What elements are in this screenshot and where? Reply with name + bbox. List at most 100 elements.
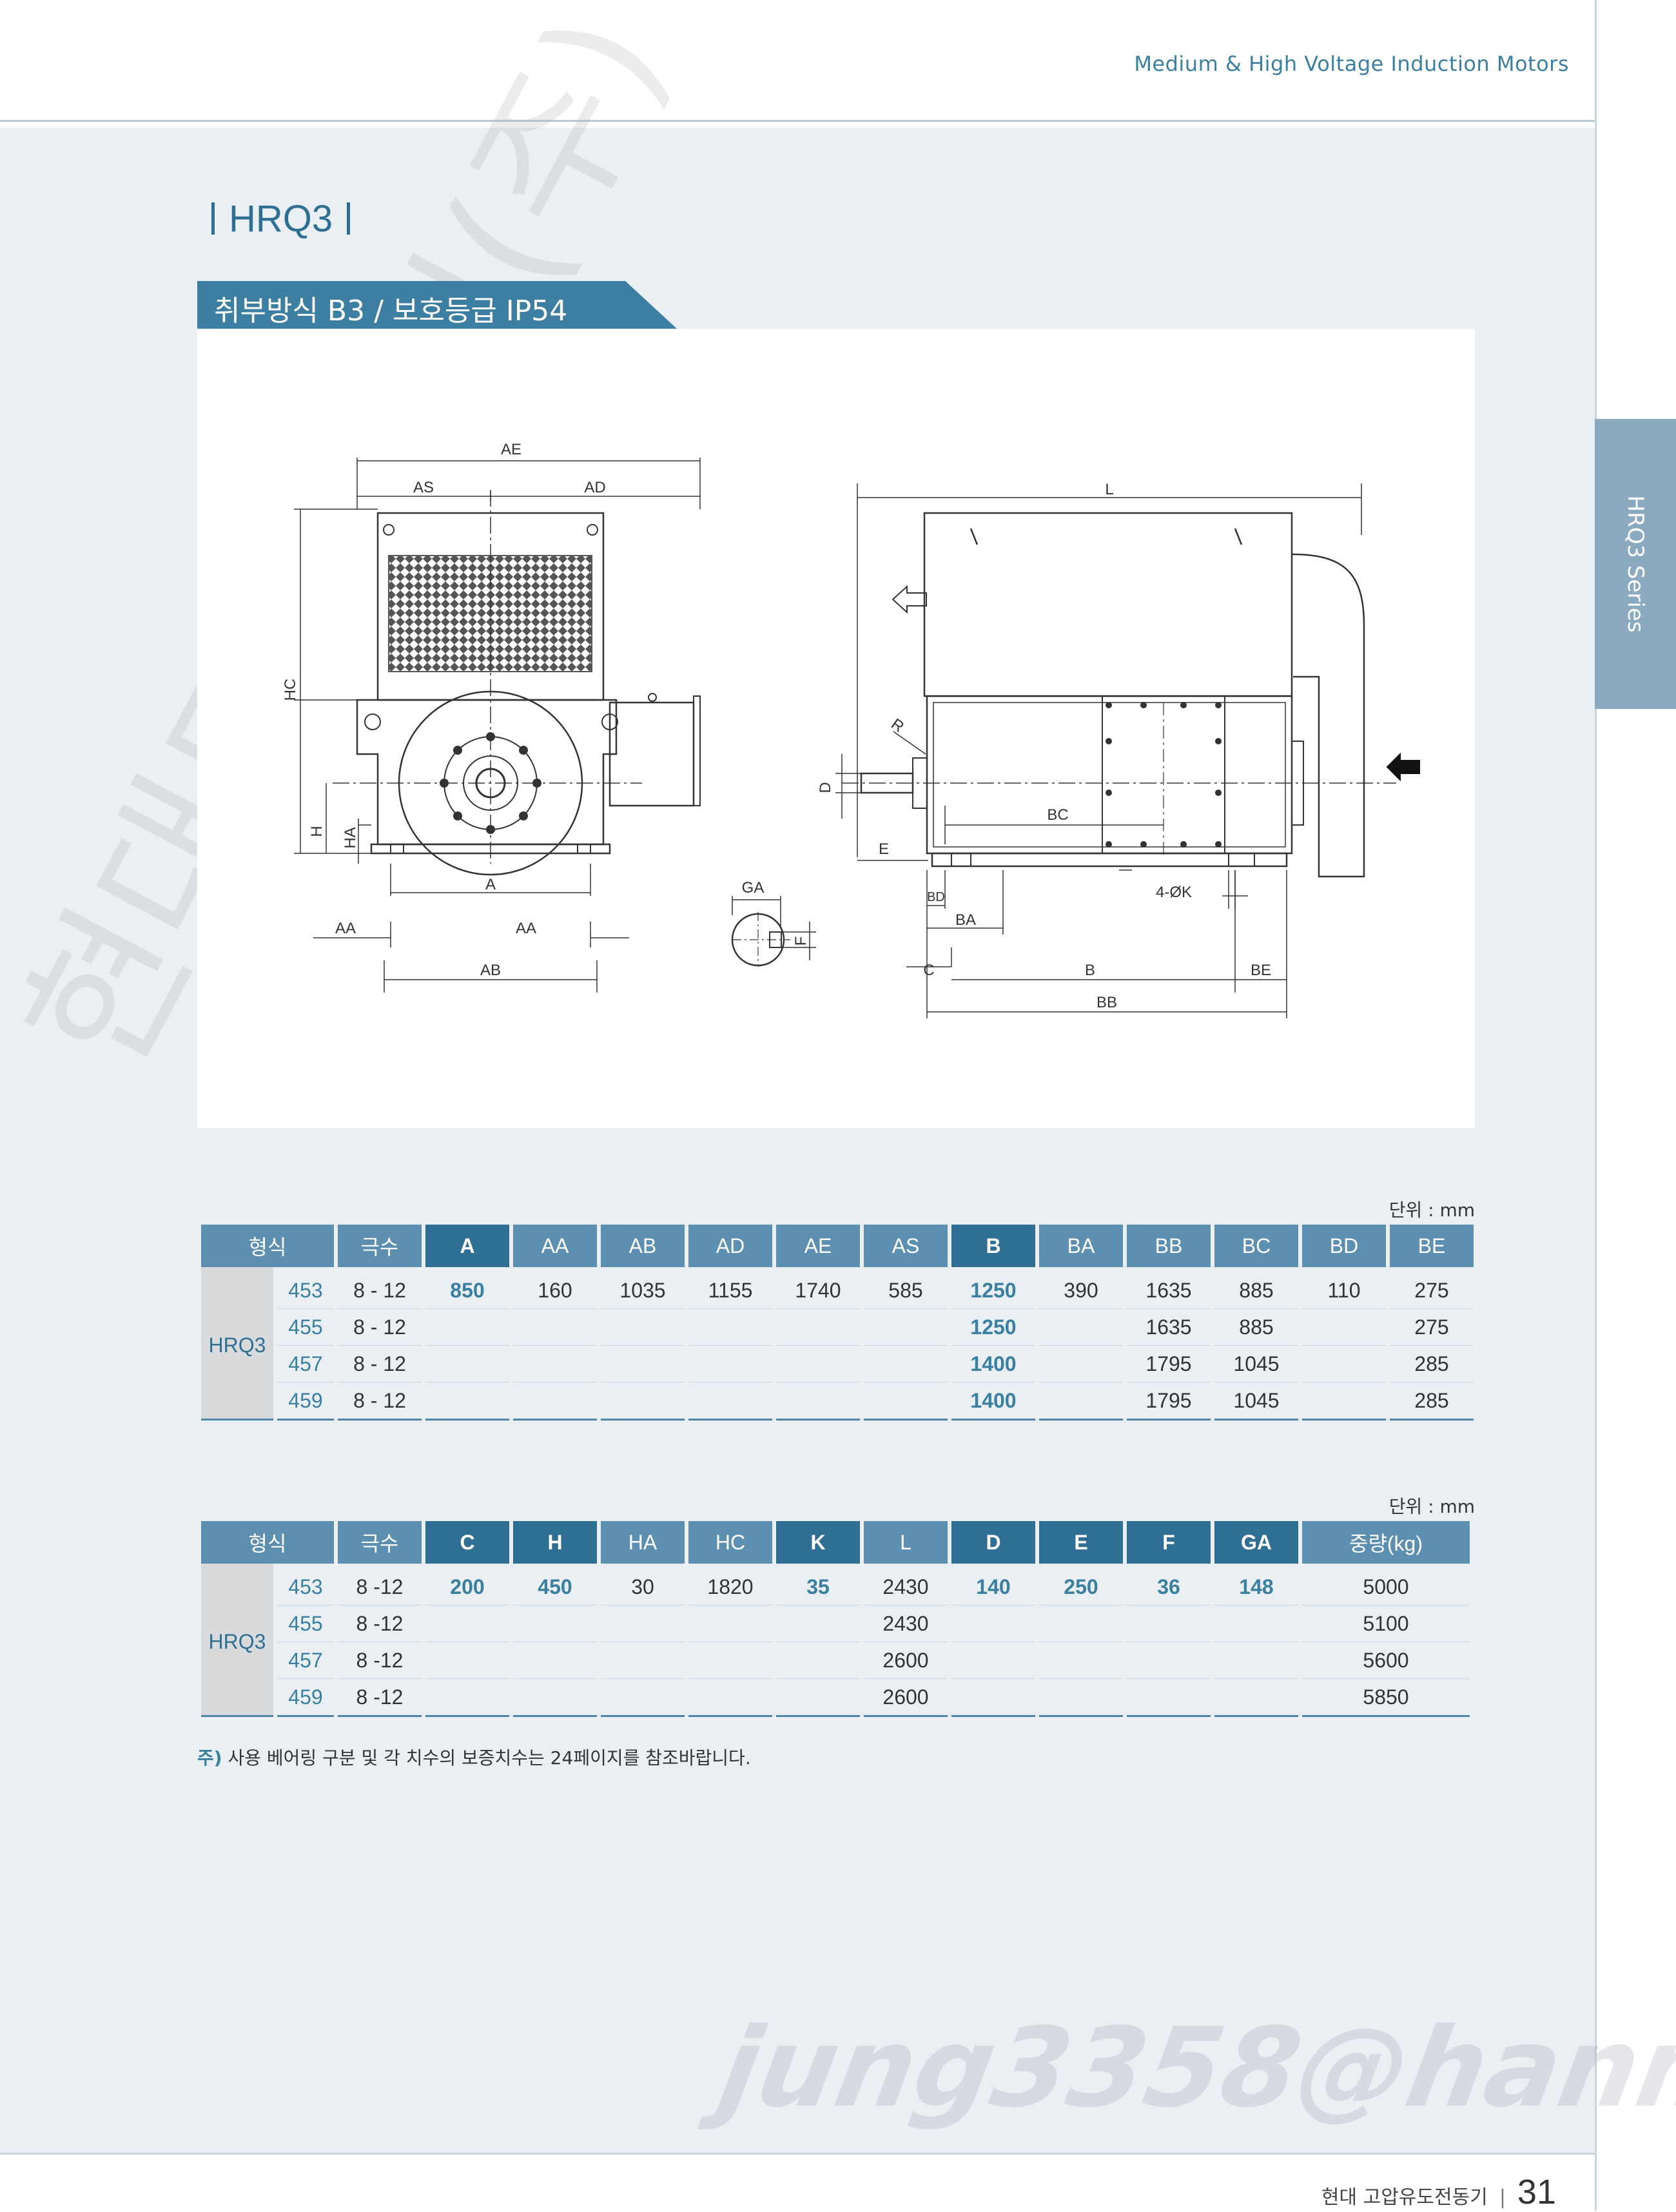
table-row: 459 8 -12 2600 5850 [201, 1679, 1470, 1717]
th-AB: AB [601, 1225, 685, 1267]
cell-AA [513, 1309, 597, 1346]
side-tab[interactable] [1595, 419, 1676, 709]
side-tab-label: HRQ3 Series [1622, 495, 1648, 633]
cell-AA [513, 1346, 597, 1382]
cell-E [1039, 1606, 1123, 1642]
cell-D [951, 1642, 1035, 1679]
cell-BD: 110 [1302, 1267, 1386, 1309]
cell-C [425, 1642, 509, 1679]
table-row: 457 8 - 12 1400 1795 1045 285 [201, 1346, 1474, 1382]
cell-weight: 5600 [1302, 1642, 1470, 1679]
label-R: R [888, 715, 907, 736]
cell-D [951, 1679, 1035, 1717]
cell-BC: 885 [1214, 1309, 1298, 1346]
model-group: HRQ3 [201, 1267, 273, 1421]
model-sub: 455 [277, 1309, 334, 1346]
cell-A [425, 1382, 509, 1421]
cell-BA [1039, 1346, 1123, 1382]
shaft-section [731, 896, 816, 967]
label-BE: BE [1251, 962, 1271, 979]
cell-AB [601, 1309, 685, 1346]
cell-F: 36 [1127, 1564, 1211, 1606]
cell-AA [513, 1382, 597, 1421]
th-BB: BB [1127, 1225, 1211, 1267]
th-weight: 중량(kg) [1302, 1521, 1470, 1564]
cell-H: 450 [513, 1564, 597, 1606]
cell-HC [688, 1679, 772, 1717]
th-model: 형식 [201, 1521, 334, 1564]
cell-HC [688, 1606, 772, 1642]
dimension-drawing: AE AS AD HC H HA A AA AA AB GA F [197, 329, 1475, 1128]
cell-E: 250 [1039, 1564, 1123, 1606]
cell-AD: 1155 [688, 1267, 772, 1309]
cell-A [425, 1309, 509, 1346]
cell-AS [864, 1309, 948, 1346]
cell-AB [601, 1382, 685, 1421]
cell-H [513, 1679, 597, 1717]
th-BD: BD [1302, 1225, 1386, 1267]
label-HA: HA [342, 827, 359, 848]
th-AS: AS [864, 1225, 948, 1267]
title-bar-left [211, 202, 215, 235]
cell-HA: 30 [601, 1564, 685, 1606]
th-L: L [864, 1521, 948, 1564]
dimension-table-2: 형식 극수 C H HA HC K L D E F GA 중량(kg) HRQ3… [197, 1521, 1474, 1717]
cell-BE: 275 [1390, 1309, 1474, 1346]
cell-D: 140 [951, 1564, 1035, 1606]
cell-A: 850 [425, 1267, 509, 1309]
cell-AE [776, 1382, 860, 1421]
label-HC: HC [282, 679, 299, 701]
table-row: 455 8 - 12 1250 1635 885 275 [201, 1309, 1474, 1346]
cell-poles: 8 -12 [338, 1679, 422, 1717]
table2-unit: 단위 : mm [1389, 1496, 1475, 1517]
label-AA-left: AA [335, 920, 356, 937]
cell-L: 2430 [864, 1564, 948, 1606]
model-sub: 455 [277, 1606, 334, 1642]
cell-L: 2430 [864, 1606, 948, 1642]
footnote-text: 사용 베어링 구분 및 각 치수의 보증치수는 24페이지를 참조바랍니다. [222, 1747, 751, 1769]
cell-HC [688, 1642, 772, 1679]
page-number: 31 [1517, 2173, 1556, 2211]
label-AB: AB [480, 962, 501, 979]
cell-K [776, 1606, 860, 1642]
footnote-mark: 주) [197, 1747, 222, 1769]
cell-BE: 285 [1390, 1346, 1474, 1382]
label-AS: AS [413, 479, 434, 496]
cell-AE [776, 1309, 860, 1346]
cell-weight: 5100 [1302, 1606, 1470, 1642]
cell-GA: 148 [1214, 1564, 1298, 1606]
th-BC: BC [1214, 1225, 1298, 1267]
cover-bolts [1106, 702, 1222, 848]
front-dimensions [294, 458, 701, 993]
model-group: HRQ3 [201, 1564, 273, 1717]
cell-GA [1214, 1606, 1298, 1642]
cell-AA: 160 [513, 1267, 597, 1309]
table-row: HRQ3 453 8 -12 200 450 30 1820 35 2430 1… [201, 1564, 1470, 1717]
th-A: A [425, 1225, 509, 1267]
th-HA: HA [601, 1521, 685, 1564]
model-sub: 457 [277, 1346, 334, 1382]
label-BD: BD [927, 890, 945, 904]
th-AE: AE [776, 1225, 860, 1267]
cell-BD [1302, 1382, 1386, 1421]
th-poles: 극수 [338, 1225, 422, 1267]
cell-poles: 8 - 12 [338, 1309, 422, 1346]
label-H: H [308, 826, 326, 837]
cell-L: 2600 [864, 1642, 948, 1679]
side-view [842, 512, 1420, 878]
label-K: 4-ØK [1156, 884, 1192, 901]
table-row: 459 8 - 12 1400 1795 1045 285 [201, 1382, 1474, 1421]
cell-BA [1039, 1309, 1123, 1346]
table-row: HRQ3 453 8 - 12 850 160 1035 1155 1740 5… [201, 1267, 1474, 1421]
cell-F [1127, 1642, 1211, 1679]
page-footer: 현대 고압유도전동기 | 31 [1321, 2172, 1556, 2212]
cell-BB: 1795 [1127, 1382, 1211, 1421]
footer-separator: | [1499, 2186, 1506, 2209]
label-F: F [792, 936, 810, 946]
cell-E [1039, 1679, 1123, 1717]
cell-AB [601, 1346, 685, 1382]
dimension-table-1: 형식 극수 A AA AB AD AE AS B BA BB BC BD BE … [197, 1225, 1477, 1421]
th-model: 형식 [201, 1225, 334, 1267]
side-dimensions [835, 483, 1362, 1018]
series-header: Medium & High Voltage Induction Motors [1134, 52, 1569, 76]
